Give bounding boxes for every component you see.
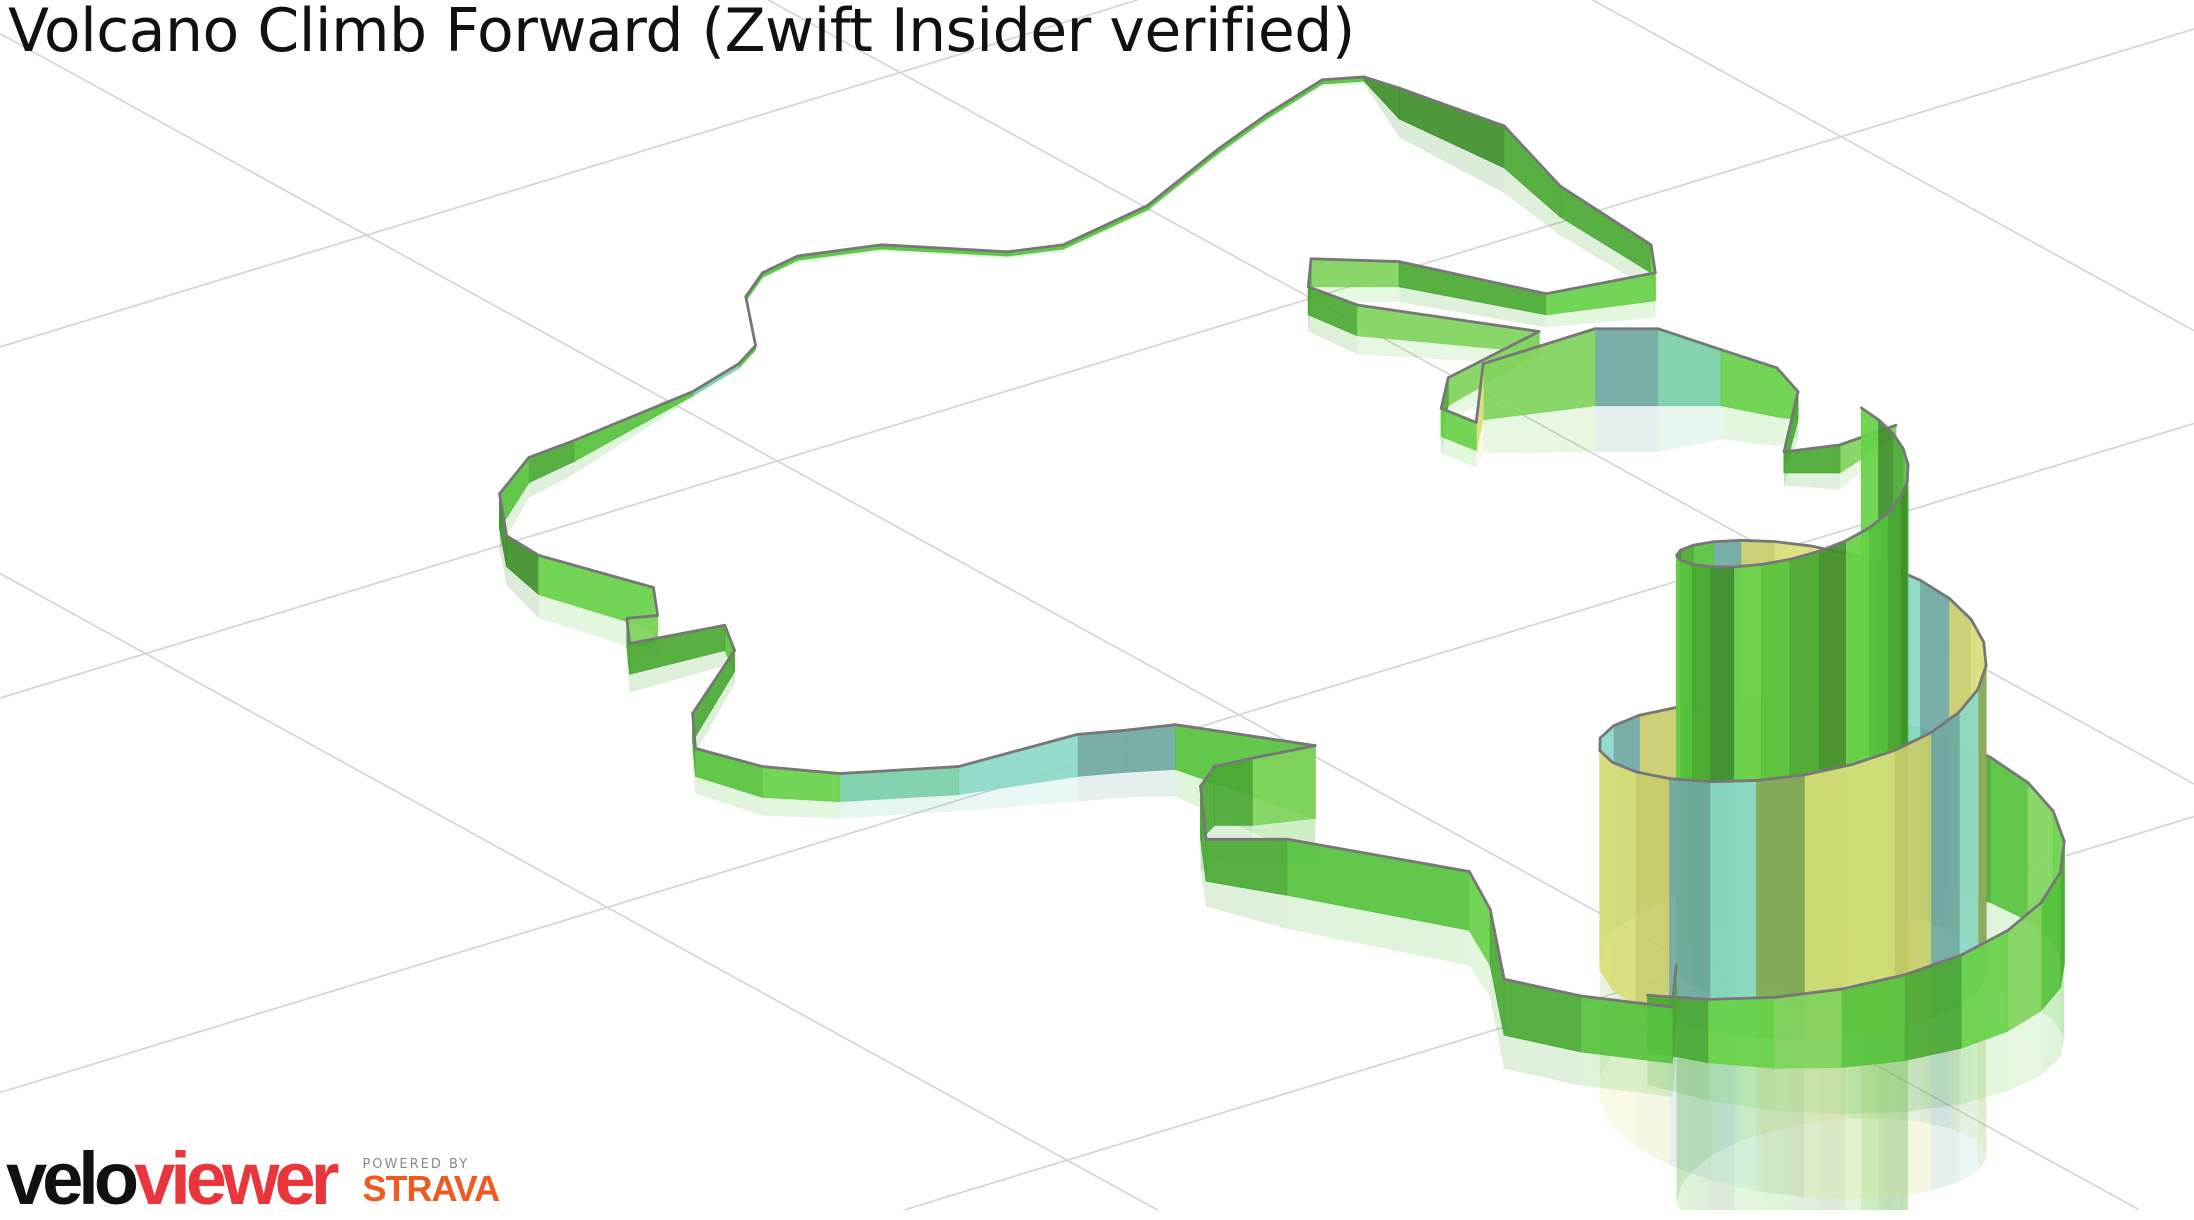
route-wall-segment [1612, 762, 1636, 1006]
route-reflection-segment [1784, 473, 1840, 490]
logo-viewer: viewer [134, 1148, 334, 1210]
route-reflection-segment [1658, 406, 1721, 452]
route-top-edge [1063, 206, 1147, 245]
route-wall-segment [1991, 757, 2028, 920]
route-wall-segment [1215, 758, 1253, 825]
page-title: Volcano Climb Forward (Zwift Insider ver… [8, 0, 1355, 66]
route-top-edge [693, 364, 739, 392]
route-wall-segment [1126, 725, 1175, 773]
route-wall-segment [1077, 730, 1126, 776]
route-top-edge [1741, 540, 1774, 541]
route-top-edge [1709, 997, 1775, 999]
route-wall-segment [1600, 751, 1612, 990]
strava-logo: STRAVA [362, 1172, 499, 1206]
route-wall-segment [574, 392, 693, 462]
route-wall-segment [1595, 329, 1658, 406]
route-top-edge [1217, 115, 1266, 150]
route-top-edge [746, 297, 756, 346]
route-wall-segment [1841, 975, 1904, 1068]
route-wall-segment [1636, 772, 1670, 1020]
route-top-edge [1711, 781, 1757, 782]
route-reflection-segment [1775, 1067, 1842, 1114]
grid-line [0, 574, 1158, 1210]
route-reflection-segment [1126, 769, 1175, 797]
route-reflection-segment [1841, 1061, 1904, 1115]
route-top-edge [1147, 150, 1217, 206]
grid-line [1593, 0, 2194, 331]
route-top-edge [1907, 465, 1908, 482]
route-wall-segment [1311, 259, 1399, 287]
route-top-edge [746, 273, 763, 297]
powered-by-strava[interactable]: POWERED BY STRAVA [362, 1157, 499, 1210]
logo-velo: velo [6, 1148, 134, 1210]
route-reflection-segment [1595, 406, 1658, 452]
route-top-edge [1266, 80, 1322, 115]
route-wall-segment [1709, 997, 1775, 1068]
route-top-edge [1713, 540, 1740, 541]
route-reflection-segment [1077, 772, 1126, 801]
route-wall-segment [1775, 989, 1842, 1068]
